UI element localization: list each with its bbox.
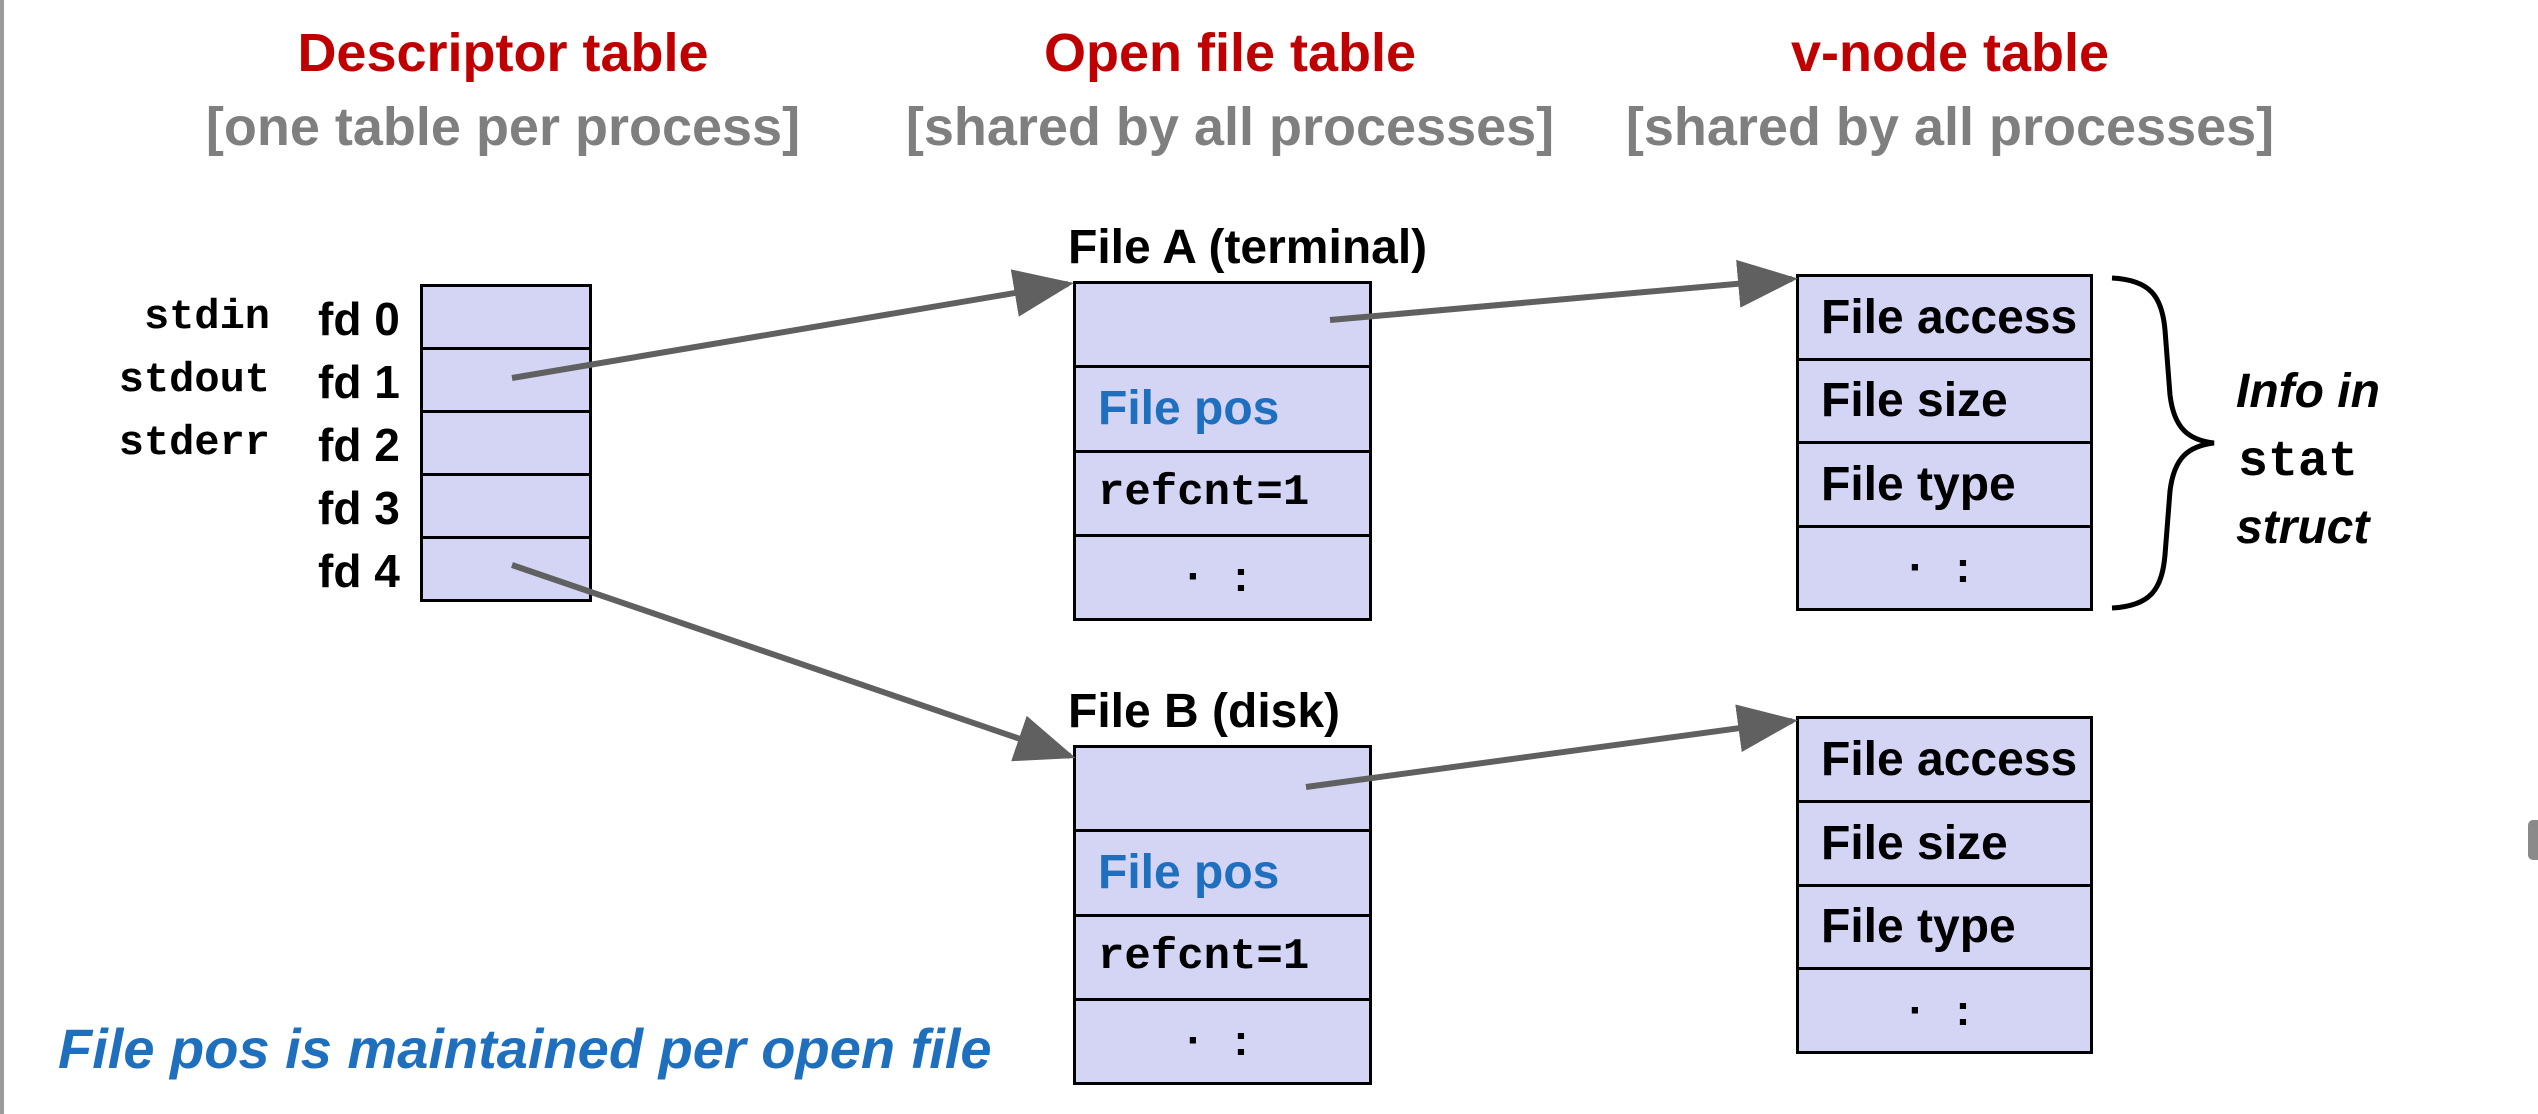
open-file-table-title: Open file table: [1043, 23, 1417, 83]
file-b-more: · :: [1186, 1016, 1259, 1066]
fd-0-label: fd 0: [318, 293, 400, 345]
fd-1-label: fd 1: [318, 356, 400, 408]
window-left-border: [0, 0, 4, 1114]
vnode-b-access: File access: [1799, 719, 2090, 803]
file-a-pos: File pos: [1076, 368, 1369, 453]
file-b-to-vnode-arrow: [1305, 704, 1798, 790]
file-a-more: · :: [1186, 552, 1259, 602]
stdout-label: stdout: [118, 356, 270, 404]
file-b-header-cell: [1076, 748, 1369, 833]
vnode-a-entry: File access File size File type · :: [1796, 274, 2093, 611]
file-b-refcnt: refcnt=1: [1076, 917, 1369, 1001]
vnode-a-type: File type: [1799, 444, 2090, 528]
stat-note-line2: stat: [2238, 434, 2359, 491]
vnode-a-size: File size: [1799, 361, 2090, 444]
descriptor-table: [420, 284, 592, 602]
fd-0-entry: [423, 287, 589, 350]
vnode-b-size: File size: [1799, 803, 2090, 887]
scrollbar-thumb[interactable]: [2528, 820, 2538, 860]
file-a-entry: File pos refcnt=1 · :: [1073, 281, 1372, 621]
file-b-pos: File pos: [1076, 832, 1369, 917]
vnode-a-access: File access: [1799, 277, 2090, 361]
fd-3-entry: [423, 476, 589, 539]
fd-1-entry: [423, 350, 589, 413]
stat-note-line3: struct: [2236, 501, 2370, 554]
stat-note-line1: Info in: [2236, 365, 2380, 418]
vnode-table-title: v-node table: [1790, 23, 2110, 83]
file-a-title: File A (terminal): [1068, 221, 1428, 274]
file-a-to-vnode-arrow: [1329, 259, 1798, 323]
open-file-table-subtitle: [shared by all processes]: [905, 97, 1555, 157]
fd-4-label: fd 4: [318, 545, 400, 597]
vnode-b-type: File type: [1799, 887, 2090, 971]
file-b-title: File B (disk): [1068, 685, 1341, 738]
descriptor-table-subtitle: [one table per process]: [205, 97, 801, 157]
fd4-to-file-b-arrow: [511, 562, 1076, 762]
fd1-to-file-a-arrow: [511, 269, 1074, 381]
stdin-label: stdin: [143, 293, 270, 341]
caption: File pos is maintained per open file: [58, 1017, 992, 1080]
vnode-b-more: · :: [1908, 985, 1981, 1035]
stderr-label: stderr: [118, 419, 270, 467]
file-a-refcnt: refcnt=1: [1076, 453, 1369, 537]
descriptor-table-title: Descriptor table: [297, 23, 709, 83]
fd-3-label: fd 3: [318, 482, 400, 534]
fd-2-label: fd 2: [318, 419, 400, 471]
file-b-entry: File pos refcnt=1 · :: [1073, 745, 1372, 1085]
file-a-header-cell: [1076, 284, 1369, 369]
vnode-b-entry: File access File size File type · :: [1796, 716, 2093, 1054]
vnode-a-more: · :: [1908, 542, 1981, 592]
fd-2-entry: [423, 413, 589, 476]
vnode-table-subtitle: [shared by all processes]: [1625, 97, 2275, 157]
stat-brace: [2111, 275, 2215, 611]
